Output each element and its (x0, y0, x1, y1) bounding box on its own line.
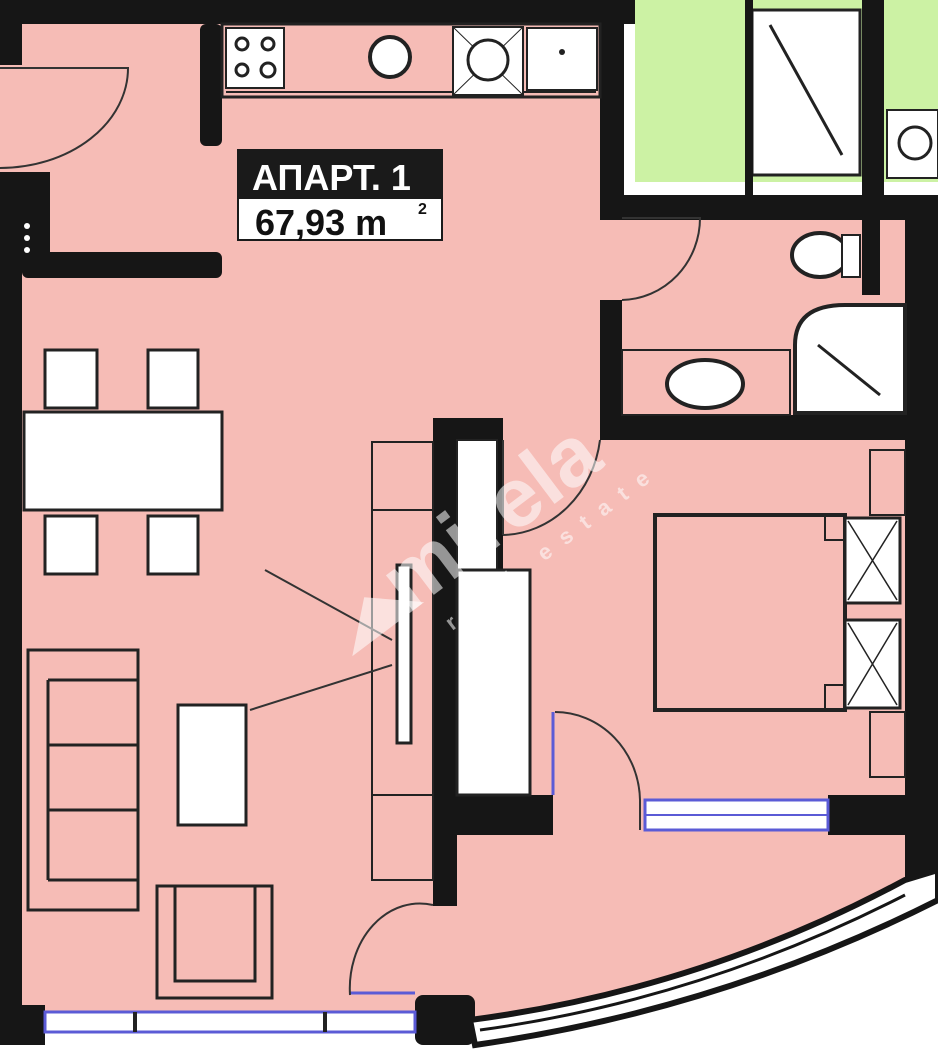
bed (653, 513, 847, 712)
wardrobe (455, 568, 532, 797)
apartment-area: 67,93 m (255, 202, 387, 243)
coffee-table (176, 703, 248, 827)
fridge (526, 27, 598, 91)
area-unit-superscript: 2 (418, 201, 427, 218)
armchair (155, 884, 274, 1000)
kitchen-sink (368, 35, 412, 79)
shower (793, 303, 907, 415)
toilet (790, 231, 850, 279)
apartment-name: АПАРТ. 1 (252, 157, 411, 198)
sofa (26, 648, 140, 912)
tv-unit (371, 441, 434, 881)
doors (0, 67, 702, 996)
apartment-label: АПАРТ. 1 67,93 m 2 (237, 149, 443, 243)
dining-table (22, 410, 224, 512)
dining-chairs (43, 348, 200, 576)
bathroom-sink (665, 358, 745, 410)
curved-exterior-wall (466, 866, 938, 1049)
cooktop (225, 27, 285, 89)
neighbor-area (635, 0, 747, 182)
windows (43, 712, 830, 1034)
house-logo-icon (352, 597, 425, 657)
bathroom-counter (621, 349, 791, 416)
